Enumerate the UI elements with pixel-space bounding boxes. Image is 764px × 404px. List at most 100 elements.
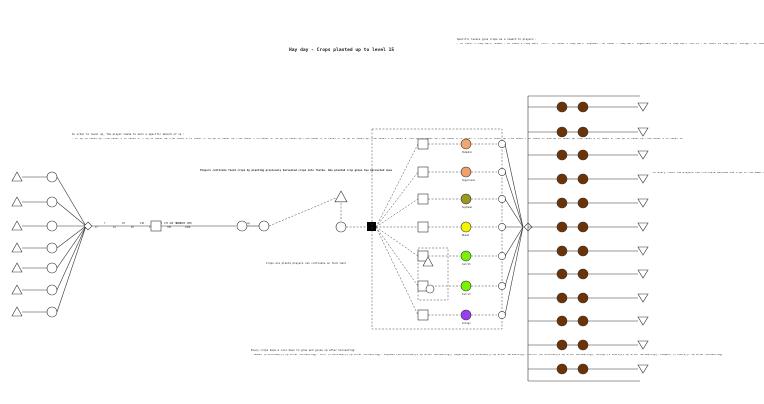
pool-to-crop-line	[375, 171, 419, 228]
field-crop-node	[577, 292, 589, 304]
xp-value-label: 1200	[176, 222, 182, 225]
level-gate-node	[46, 196, 58, 208]
crop-pool-node	[460, 250, 472, 262]
xp-value-label: 210	[140, 222, 145, 225]
crop-pool-node	[460, 221, 472, 233]
field-drain-node	[637, 127, 649, 137]
field-slot-node	[556, 315, 568, 327]
crop-to-hub-line	[504, 143, 524, 228]
xp-value-label: 7	[104, 222, 106, 225]
field-drain-node	[637, 246, 649, 256]
level-source-node	[11, 171, 23, 182]
field-crop-node	[577, 245, 589, 257]
carrot-source-node	[422, 256, 434, 267]
pool-to-crop-line	[375, 226, 419, 316]
field-drain-node	[637, 198, 649, 208]
field-slot-node	[556, 197, 568, 209]
level-source-node	[11, 196, 23, 207]
field-slot-node	[556, 126, 568, 138]
crop-to-hub-line	[504, 171, 524, 228]
reward-source-node	[334, 190, 348, 203]
field-note: In every field the players can cultivate…	[653, 172, 764, 174]
crops-note: Crops are plants players can cultivate o…	[266, 262, 346, 265]
gate-to-hub-line	[56, 225, 87, 269]
field-drain-node	[637, 174, 649, 184]
levelup-heading: In order to level up, the player needs t…	[72, 133, 185, 136]
level-converter-node	[150, 220, 162, 232]
field-slot-node	[556, 339, 568, 351]
crop-pool-node	[460, 166, 472, 178]
crop-name-label: Wheat	[462, 234, 470, 237]
crop-gate-node	[498, 223, 506, 231]
level-counter-node	[258, 220, 270, 232]
field-drain-node	[637, 364, 649, 374]
field-crop-node	[577, 363, 589, 375]
field-crop-node	[577, 126, 589, 138]
crop-name-label: Carrot	[462, 293, 471, 296]
crop-source-node	[335, 221, 347, 233]
level-gate-node	[46, 242, 58, 254]
rewards-detail: - At level 1 they earn "Wheat"- At level…	[457, 43, 764, 45]
level-gate-node	[46, 306, 58, 318]
crop-gate-node	[498, 311, 506, 319]
gate-to-hub-line	[56, 176, 87, 227]
xp-value-label: 27	[95, 226, 98, 229]
xp-value-label: 170 440 780 1200 1500	[164, 222, 192, 225]
crop-name-label: Soybean	[462, 206, 473, 209]
gate-to-hub-line	[56, 201, 87, 227]
xp-unit-label: xp	[247, 222, 250, 225]
crop-pool-node	[460, 309, 472, 321]
crop-gate-node	[498, 195, 506, 203]
crop-to-hub-line	[504, 226, 524, 257]
crop-converter-node	[417, 193, 429, 205]
level-gate-node	[46, 262, 58, 274]
field-slot-node	[556, 173, 568, 185]
crop-to-hub-line	[504, 226, 524, 316]
field-drain-node	[637, 316, 649, 326]
field-crop-node	[577, 173, 589, 185]
rewards-heading: Specific levels give crops as a reward t…	[457, 38, 537, 41]
field-pool-node	[367, 222, 376, 231]
field-crop-node	[577, 149, 589, 161]
xp-value-label: 1500	[185, 226, 191, 229]
xp-value-label: 50	[131, 226, 134, 229]
field-crop-node	[577, 197, 589, 209]
gate-to-hub-line	[56, 225, 87, 291]
field-slot-node	[556, 268, 568, 280]
crop-to-hub-line	[504, 226, 524, 287]
xp-value-label: 30	[122, 222, 125, 225]
field-drain-node	[637, 222, 649, 232]
crop-converter-node	[417, 309, 429, 321]
level-gate-node	[46, 220, 58, 232]
diagram-title: Hay day - Crops planted up to level 15	[289, 48, 395, 53]
gate-to-hub-line	[56, 225, 87, 249]
pool-to-crop-line	[375, 143, 419, 228]
field-slot-node	[556, 292, 568, 304]
level-hub-gate	[83, 221, 93, 231]
field-crop-node	[577, 221, 589, 233]
crops-region-box	[371, 128, 503, 330]
cultivate-note: Players cultivate field crops by plantin…	[200, 169, 393, 172]
levelup-detail: - 27 xp to level up from level 1 to leve…	[72, 138, 683, 140]
carrot-subregion-box	[417, 247, 449, 301]
crop-to-hub-line	[504, 198, 524, 228]
field-drain-node	[637, 102, 649, 112]
field-drain-node	[637, 269, 649, 279]
crop-pool-node	[460, 193, 472, 205]
level-node	[236, 220, 248, 232]
field-slot-node	[556, 245, 568, 257]
crop-converter-node	[417, 221, 429, 233]
field-drain-node	[637, 340, 649, 350]
field-crop-node	[577, 268, 589, 280]
field-crop-node	[577, 315, 589, 327]
crop-name-label: Pumpkin	[462, 151, 473, 154]
field-slot-node	[556, 363, 568, 375]
gate-to-hub-line	[56, 225, 87, 313]
reward-route-line	[268, 197, 337, 227]
crop-converter-node	[417, 166, 429, 178]
field-crop-node	[577, 101, 589, 113]
level-source-node	[11, 220, 23, 231]
field-slot-node	[556, 149, 568, 161]
